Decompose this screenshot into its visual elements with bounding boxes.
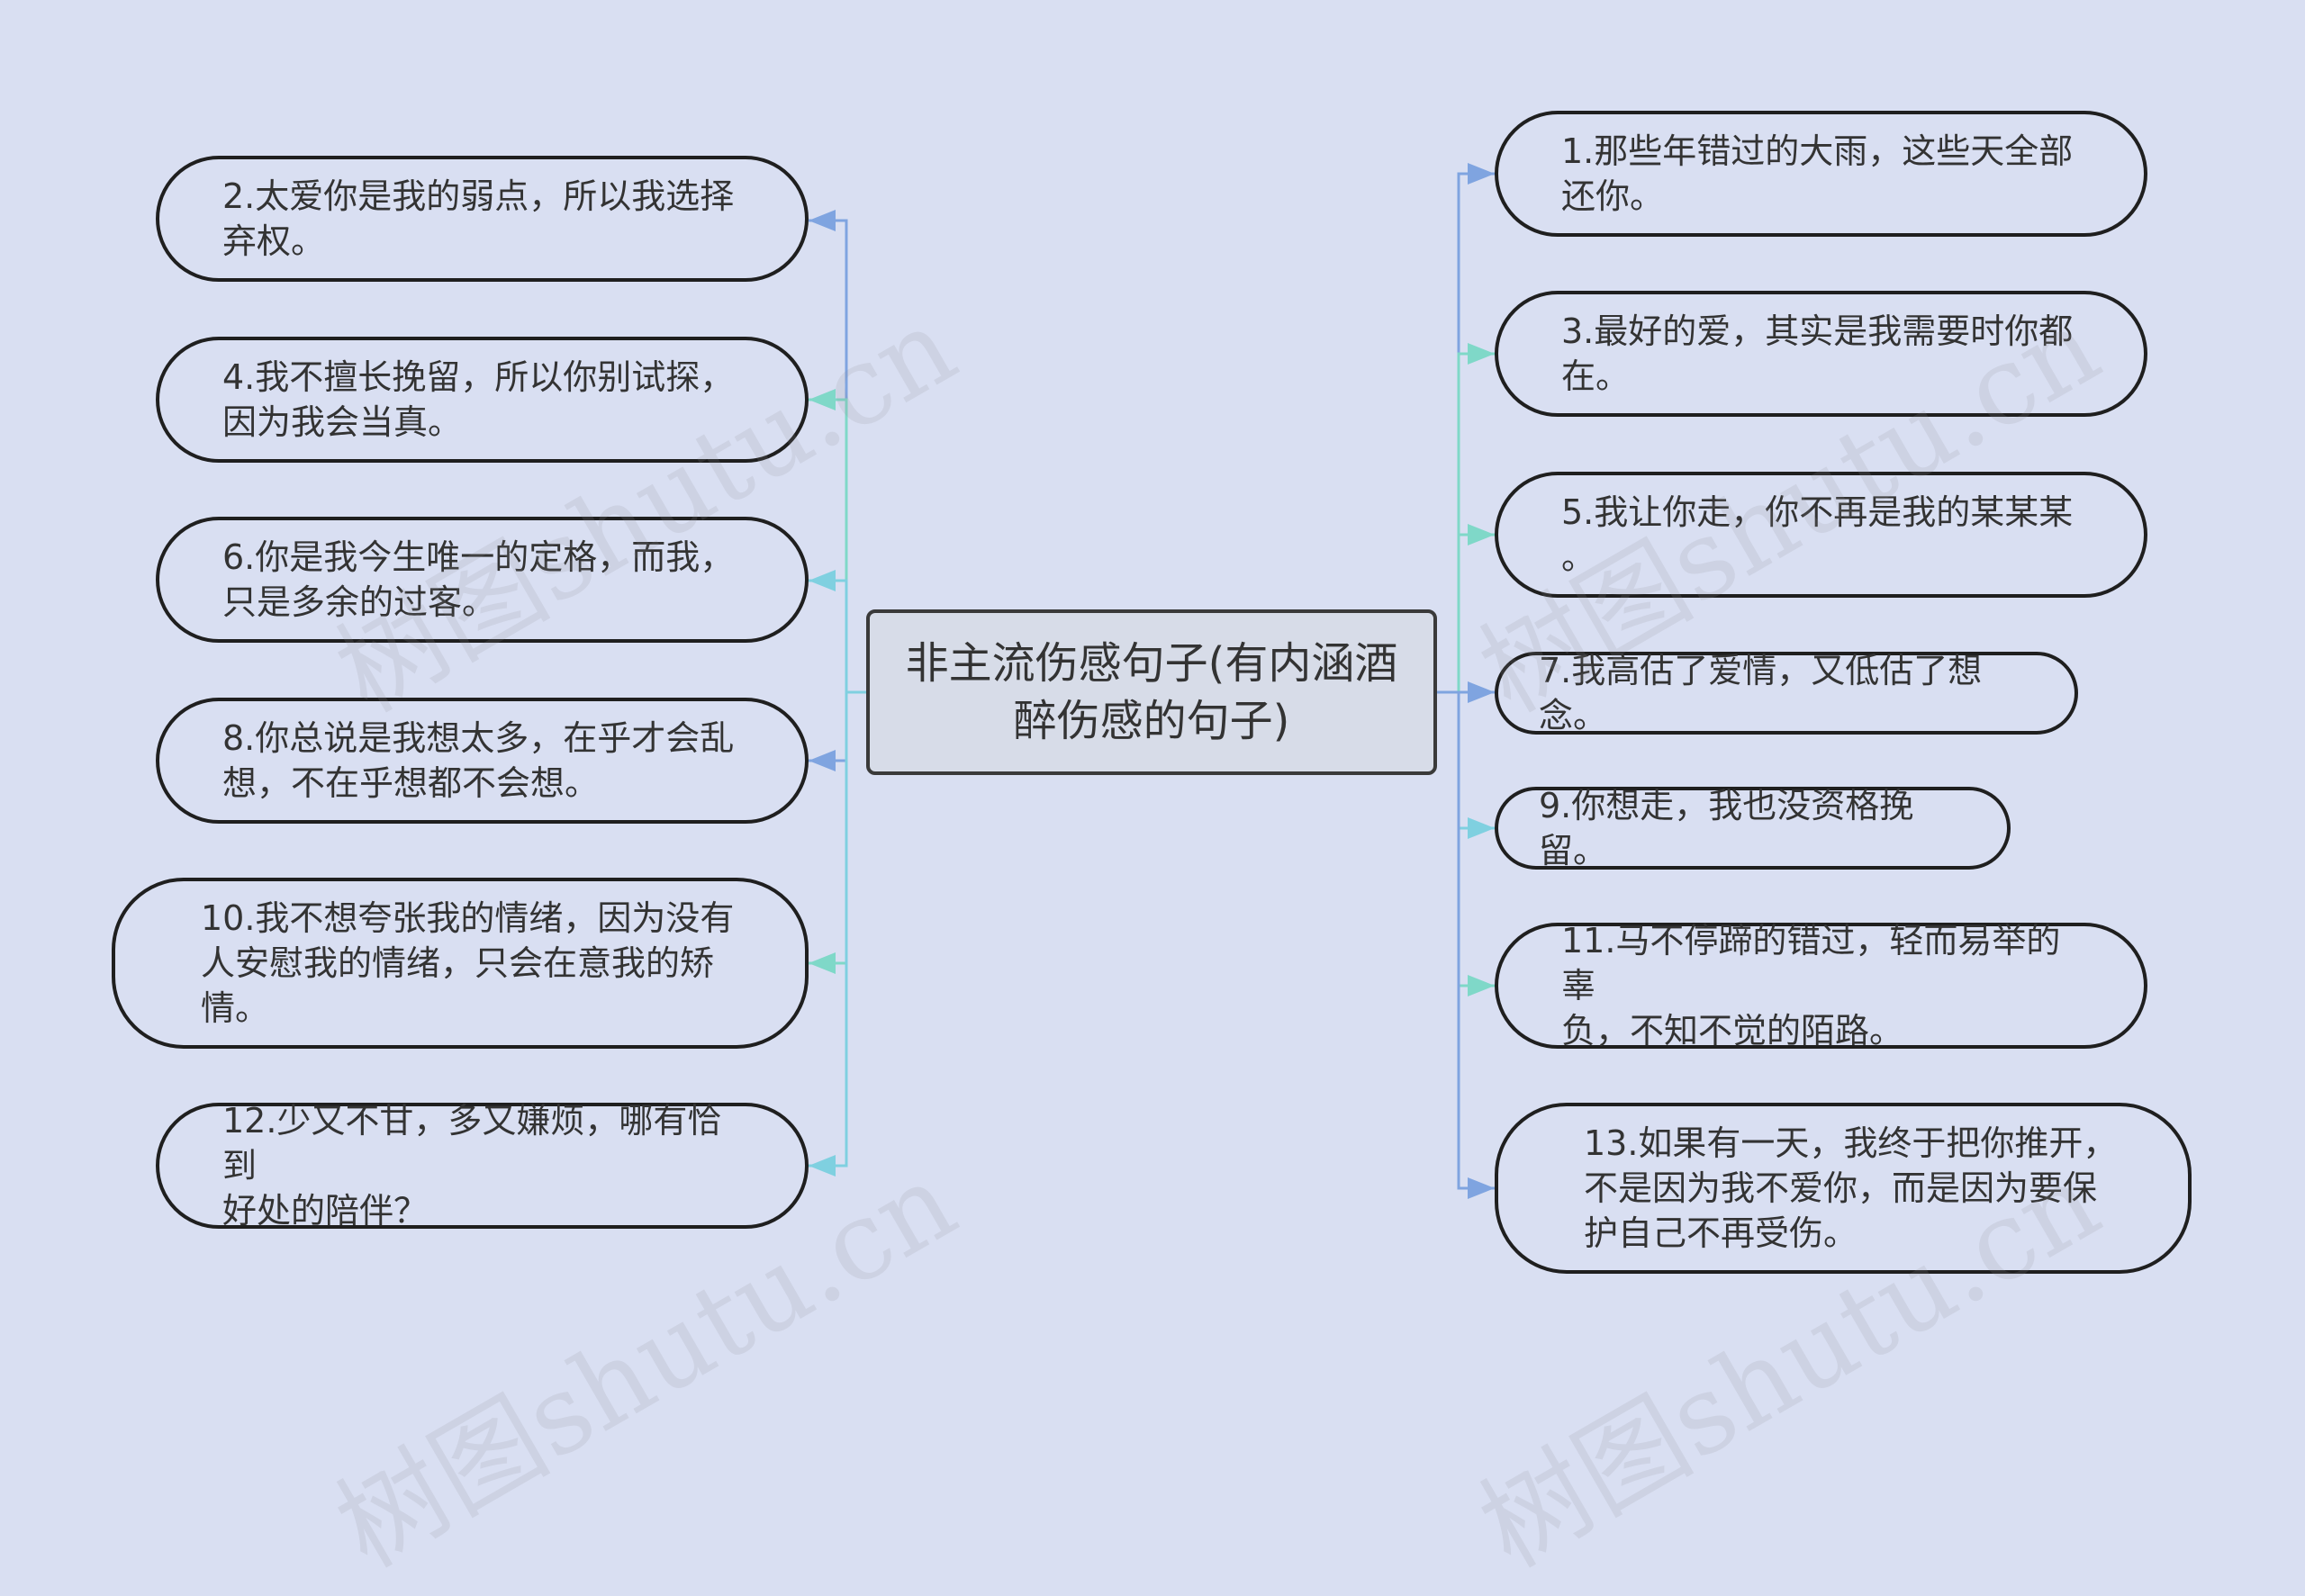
connector-left-1 [809, 210, 866, 694]
connector-left-5 [809, 690, 866, 974]
left-node-2[interactable]: 4.我不擅长挽留，所以你别试探， 因为我会当真。 [156, 337, 809, 463]
left-node-1-text: 2.太爱你是我的弱点，所以我选择 弃权。 [222, 176, 735, 261]
right-node-9[interactable]: 9.你想走，我也没资格挽留。 [1495, 786, 2011, 870]
connector-layer [809, 163, 1495, 1199]
left-node-3-text: 6.你是我今生唯一的定格，而我， 只是多余的过客。 [222, 537, 735, 622]
left-node-3[interactable]: 6.你是我今生唯一的定格，而我， 只是多余的过客。 [156, 517, 809, 643]
right-node-11-text: 11.马不停蹄的错过，轻而易举的辜 负，不知不觉的陌路。 [1561, 921, 2061, 1050]
connector-right-3 [1437, 524, 1495, 694]
right-node-9-text: 9.你想走，我也没资格挽留。 [1539, 786, 1914, 870]
left-node-5-text: 10.我不想夸张我的情绪，因为没有 人安慰我的情绪，只会在意我的矫 情。 [201, 898, 735, 1028]
connector-left-6 [809, 690, 866, 1177]
left-node-6-text: 12.少又不甘，多又嫌烦，哪有恰到 好处的陪伴？ [222, 1101, 722, 1231]
right-node-11[interactable]: 11.马不停蹄的错过，轻而易举的辜 负，不知不觉的陌路。 [1495, 921, 2147, 1050]
connector-right-7 [1437, 690, 1495, 1199]
connector-right-2 [1437, 343, 1495, 694]
connector-left-3 [809, 570, 866, 694]
right-node-7[interactable]: 7.我高估了爱情，又低估了想念。 [1495, 651, 2078, 735]
left-node-5[interactable]: 10.我不想夸张我的情绪，因为没有 人安慰我的情绪，只会在意我的矫 情。 [112, 878, 809, 1049]
right-node-3[interactable]: 3.最好的爱，其实是我需要时你都 在。 [1495, 291, 2147, 417]
center-node[interactable]: 非主流伤感句子(有内涵酒醉伤感的句子) [866, 609, 1437, 775]
connector-right-6 [1437, 690, 1495, 996]
right-node-7-text: 7.我高估了爱情，又低估了想念。 [1539, 651, 1983, 735]
center-node-text: 非主流伤感句子(有内涵酒醉伤感的句子) [905, 638, 1398, 746]
right-node-3-text: 3.最好的爱，其实是我需要时你都 在。 [1561, 311, 2074, 396]
right-node-5[interactable]: 5.我让你走，你不再是我的某某某 。 [1495, 472, 2147, 598]
right-node-13-text: 13.如果有一天，我终于把你推开， 不是因为我不爱你，而是因为要保 护自己不再受… [1584, 1123, 2118, 1253]
connector-right-1 [1437, 163, 1495, 694]
right-node-1-text: 1.那些年错过的大雨，这些天全部 还你。 [1561, 131, 2074, 216]
left-node-4-text: 8.你总说是我想太多，在乎才会乱 想，不在乎想都不会想。 [222, 718, 735, 803]
right-node-5-text: 5.我让你走，你不再是我的某某某 。 [1561, 492, 2074, 577]
left-node-4[interactable]: 8.你总说是我想太多，在乎才会乱 想，不在乎想都不会想。 [156, 698, 809, 824]
left-node-6[interactable]: 12.少又不甘，多又嫌烦，哪有恰到 好处的陪伴？ [156, 1101, 809, 1231]
connector-left-4 [809, 690, 866, 771]
right-node-13[interactable]: 13.如果有一天，我终于把你推开， 不是因为我不爱你，而是因为要保 护自己不再受… [1495, 1103, 2192, 1274]
left-node-1[interactable]: 2.太爱你是我的弱点，所以我选择 弃权。 [156, 156, 809, 282]
right-node-1[interactable]: 1.那些年错过的大雨，这些天全部 还你。 [1495, 111, 2147, 237]
connector-right-5 [1437, 690, 1495, 839]
left-node-2-text: 4.我不擅长挽留，所以你别试探， 因为我会当真。 [222, 357, 735, 442]
connector-left-2 [809, 389, 866, 694]
